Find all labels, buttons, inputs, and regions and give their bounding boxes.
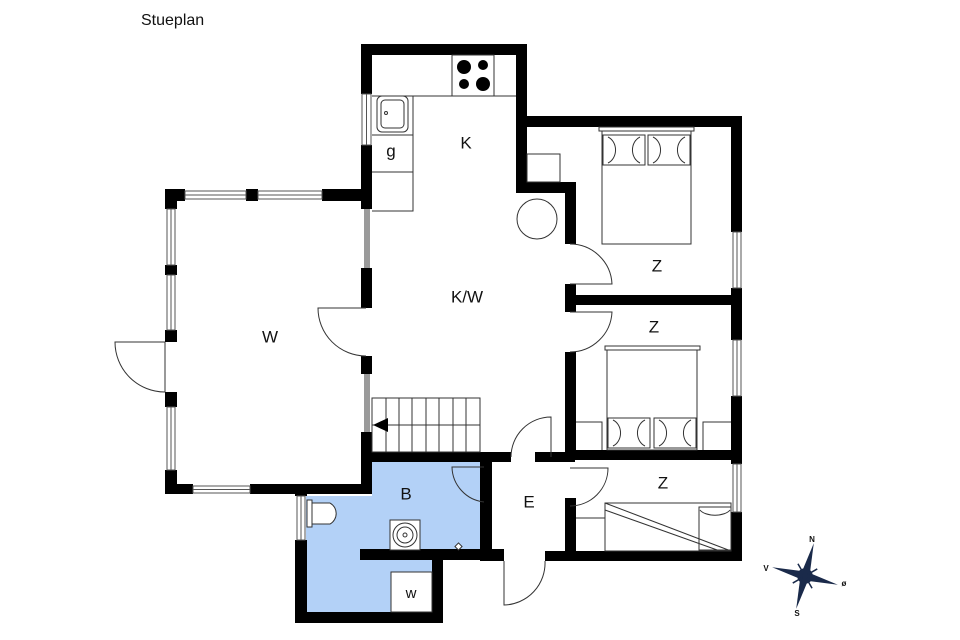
room-label-cabinet-g: g [386,141,395,160]
walls [165,44,742,623]
compass-south: S [794,609,800,618]
room-label-bathroom: B [400,484,411,503]
bed-2 [576,345,731,451]
room-label-bedroom-2: Z [649,317,659,336]
room-label-kitchen-living: K/W [451,287,483,306]
kitchen-fixtures [372,54,561,240]
stairs-arrow-icon [373,418,388,432]
bed-1 [598,126,695,245]
room-label-bedroom-3: Z [658,473,668,492]
room-label-washer: w [405,585,417,602]
compass-west: V [763,564,769,573]
doors [114,243,613,606]
compass-north: N [809,535,815,544]
compass-east: ø [842,579,847,588]
compass-rose-icon [772,543,838,609]
room-label-entrance: E [523,492,534,511]
stairs [371,397,481,453]
room-label-living: W [262,327,278,346]
windows [166,93,742,541]
bathroom-fixtures [306,499,463,613]
room-label-kitchen: K [460,133,472,152]
bunk-bed-3 [576,502,732,552]
plan-title: Stueplan [141,12,205,29]
room-label-bedroom-1: Z [652,256,662,275]
